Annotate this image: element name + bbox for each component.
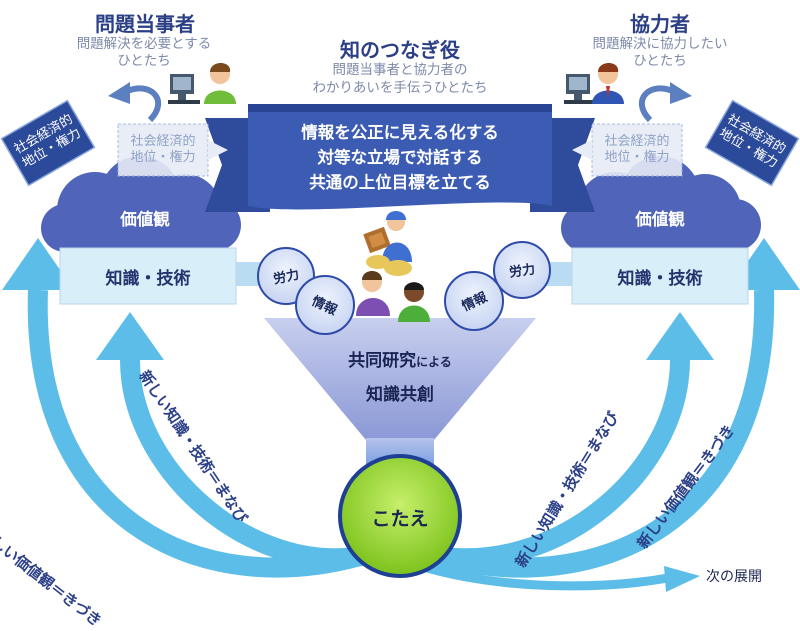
left-curl-arrowhead [108, 82, 130, 104]
left-faded-arrow [208, 140, 228, 160]
right-outer-arrow [433, 289, 775, 578]
worker-group-icon [356, 211, 430, 322]
right-dark-box-shape [704, 99, 800, 187]
left-inner-arrowhead [96, 312, 164, 360]
banner-scroll-top [248, 104, 552, 112]
right-knowledge-label: 知識・技術 [617, 269, 703, 289]
center-title: 知のつなぎ役 [340, 38, 460, 62]
left-knowledge-box-shape [59, 247, 237, 305]
right-knowledge-box-shape [571, 247, 749, 305]
diagram-graphics [0, 63, 800, 592]
answer-circle [338, 454, 462, 578]
right-faded-arrow [572, 140, 592, 160]
left-outer-arrowhead [2, 238, 74, 290]
left-faded-box-label: 社会経済的 地位・権力 [130, 134, 196, 165]
right-faded-box-shape [591, 123, 683, 177]
left-party-desc-line2: ひとたち [117, 53, 171, 69]
answer-label: こたえ [371, 508, 429, 530]
bubble-labor-right [493, 241, 551, 299]
left-dark-box-shape [0, 99, 96, 187]
funnel-line1: 共同研究による [300, 346, 500, 371]
next-step-arrowhead [664, 566, 700, 592]
left-knowledge-label: 知識・技術 [105, 269, 191, 289]
banner-line1: 情報を公正に見える化する [301, 123, 499, 142]
right-party-desc-line1: 問題解決に協力したい [592, 36, 728, 52]
banner-main [248, 108, 552, 210]
right-curl-arrow [638, 85, 677, 123]
right-curl-arrowhead [670, 82, 692, 104]
funnel-line1-small: による [416, 355, 452, 369]
left-cloud-shape [41, 156, 241, 252]
right-cloud-label: 価値観 [635, 210, 685, 229]
bubble-info-right [444, 271, 504, 331]
bubble-info-left [295, 275, 355, 335]
banner-line2: 対等な立場で対話する [317, 148, 483, 167]
right-faded-box-label: 社会経済的 地位・権力 [604, 134, 670, 165]
left-party-title: 問題当事者 [95, 12, 195, 36]
left-curl-arrow [123, 85, 162, 123]
right-inner-arrowhead [646, 312, 714, 360]
right-party-desc-line2: ひとたち [633, 53, 687, 69]
left-party-desc-line1: 問題解決を必要とする [76, 36, 212, 52]
left-cloud-label: 価値観 [120, 210, 170, 229]
funnel-line1-main: 共同研究 [348, 351, 417, 371]
funnel-body [264, 318, 536, 440]
funnel-line2: 知識共創 [366, 385, 434, 405]
next-step-label: 次の展開 [706, 569, 762, 585]
right-party-title: 協力者 [630, 12, 690, 36]
banner-line3: 共通の上位目標を立てる [309, 173, 491, 192]
left-inner-arrow [120, 359, 364, 569]
left-outer-arrow [27, 289, 363, 578]
left-person-icon [168, 63, 236, 104]
center-desc-line1: 問題当事者と協力者の [332, 62, 468, 78]
left-faded-box-shape [117, 123, 209, 177]
next-step-arrow [418, 561, 669, 591]
banner-text: 情報を公正に見える化する 対等な立場で対話する 共通の上位目標を立てる [248, 120, 552, 195]
center-desc-line2: わかりあいを手伝うひとたち [312, 80, 488, 96]
right-person-icon [564, 63, 624, 104]
